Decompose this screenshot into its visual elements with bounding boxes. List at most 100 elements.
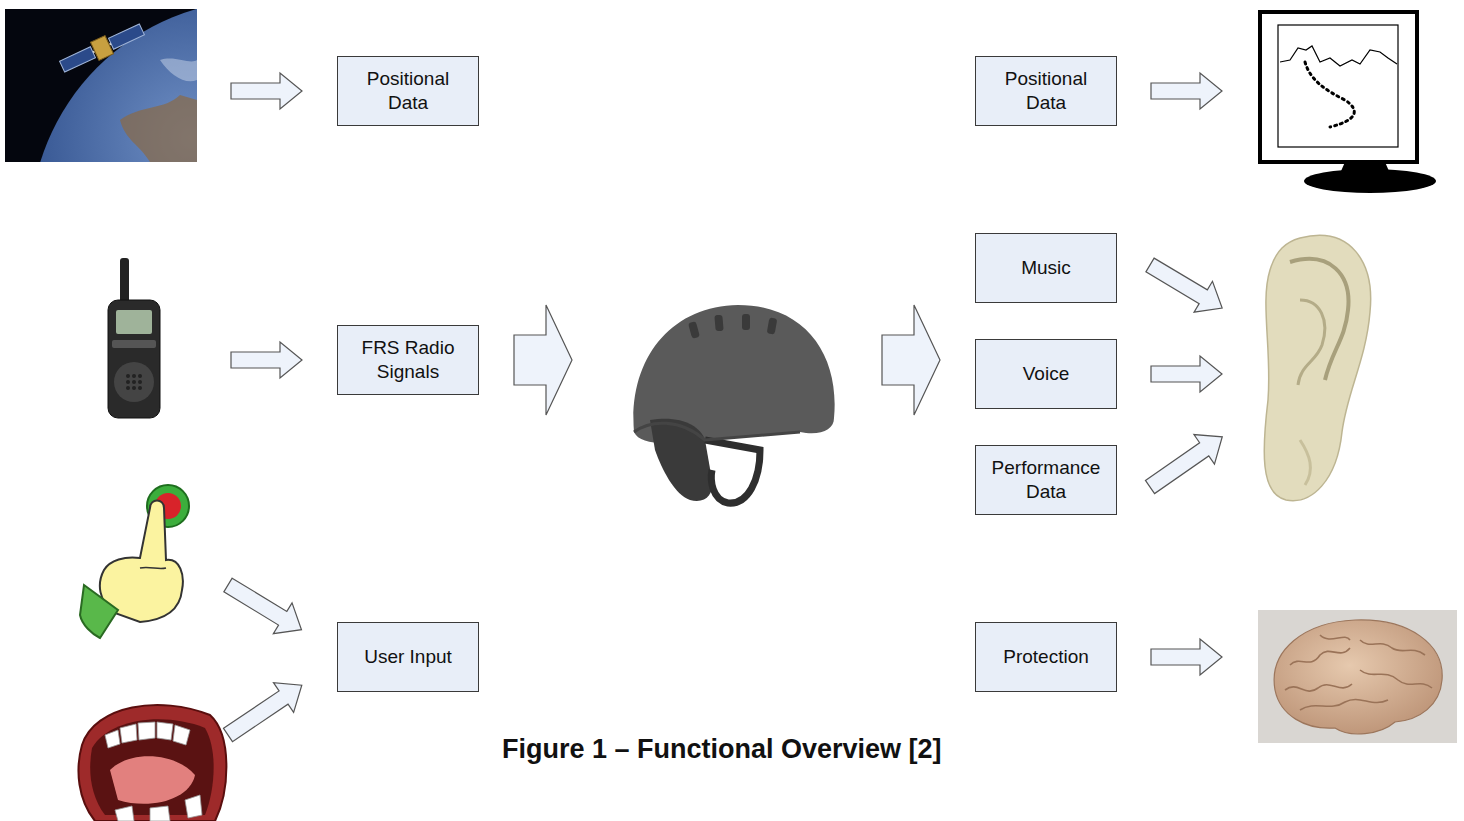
function-box: Protection — [975, 622, 1117, 692]
radio-picture — [132, 380, 136, 384]
brain-picture — [1258, 610, 1457, 743]
brain-picture — [1258, 610, 1457, 743]
helmet-picture — [705, 440, 760, 503]
radio-picture — [126, 380, 130, 384]
box-label: FRS Radio Signals — [348, 336, 468, 384]
ear-picture — [1298, 300, 1325, 385]
monitor-picture — [1260, 12, 1417, 162]
monitor-picture — [1278, 25, 1398, 147]
box-label: User Input — [364, 645, 452, 669]
mouth-picture — [120, 724, 137, 743]
radio-picture — [138, 380, 142, 384]
satellite-picture — [109, 24, 145, 49]
monitor-picture — [1305, 62, 1354, 127]
mouth-picture — [157, 722, 173, 740]
function-box: Positional Data — [975, 56, 1117, 126]
satellite-picture — [160, 59, 197, 82]
ear-picture — [1264, 235, 1370, 500]
function-box: FRS Radio Signals — [337, 325, 479, 395]
arrow — [219, 570, 311, 645]
radio-picture — [114, 362, 154, 402]
mouth-picture — [105, 730, 120, 748]
helmet-picture — [742, 314, 750, 330]
mouth-picture — [173, 725, 190, 745]
helmet-picture — [688, 314, 777, 339]
monitor-picture — [1280, 46, 1397, 66]
mouth-picture — [138, 722, 155, 740]
mouth-picture — [185, 795, 202, 818]
mouth-picture — [105, 722, 202, 821]
brain-picture — [1360, 670, 1432, 688]
box-label: Positional Data — [348, 67, 468, 115]
brain-picture — [1290, 648, 1350, 665]
radio-picture — [126, 386, 130, 390]
radio-picture — [126, 374, 142, 390]
mouth-picture — [78, 705, 226, 821]
helmet-picture — [714, 315, 723, 332]
ear-picture — [1290, 259, 1348, 380]
radio-picture — [116, 310, 152, 334]
radio-picture — [138, 386, 142, 390]
radio-picture — [126, 374, 130, 378]
satellite-picture — [30, 9, 197, 162]
mouth-picture — [150, 806, 170, 821]
helmet-picture — [633, 305, 834, 503]
function-box: Voice — [975, 339, 1117, 409]
hand-button-picture — [80, 485, 189, 638]
brain-picture — [1285, 684, 1352, 691]
arrow — [1140, 422, 1233, 502]
satellite-picture — [58, 20, 146, 75]
monitor-picture — [1260, 12, 1436, 193]
mouth-picture — [78, 705, 226, 821]
helmet-picture — [688, 321, 700, 339]
box-label: Performance Data — [986, 456, 1106, 504]
radio-picture — [132, 386, 136, 390]
mouth-picture — [110, 756, 195, 804]
helmet-picture — [634, 423, 800, 440]
helmet-picture — [650, 419, 712, 501]
arrow — [218, 73, 1233, 750]
radio-picture — [108, 258, 160, 418]
function-box: Positional Data — [337, 56, 479, 126]
satellite-picture — [120, 95, 197, 162]
figure-caption: Figure 1 – Functional Overview [2] — [502, 734, 942, 765]
brain-picture — [1360, 640, 1425, 655]
satellite-picture — [60, 47, 96, 72]
arrow — [1151, 73, 1222, 109]
function-box: Music — [975, 233, 1117, 303]
ear-picture — [1264, 235, 1370, 500]
big-arrow — [514, 305, 572, 415]
arrow — [1141, 250, 1232, 324]
arrow — [231, 342, 302, 378]
hand-button-picture — [140, 567, 166, 568]
satellite-picture — [5, 9, 197, 162]
function-box: User Input — [337, 622, 479, 692]
monitor-picture — [1304, 169, 1436, 193]
brain-picture — [1285, 635, 1432, 710]
radio-picture — [112, 340, 156, 348]
box-label: Voice — [1023, 362, 1069, 386]
ear-picture — [1300, 440, 1310, 485]
function-box: Performance Data — [975, 445, 1117, 515]
arrow — [218, 670, 312, 750]
arrow — [1151, 639, 1222, 675]
helmet-picture — [767, 317, 778, 334]
arrow — [219, 570, 311, 645]
hand-button-picture — [100, 501, 183, 623]
arrow — [1140, 422, 1233, 502]
arrow — [1141, 250, 1232, 324]
big-arrow — [882, 305, 940, 415]
box-label: Music — [1021, 256, 1071, 280]
mouth-picture — [115, 806, 134, 821]
arrow — [218, 670, 312, 750]
box-label: Protection — [1003, 645, 1089, 669]
hand-button-picture — [80, 585, 118, 638]
radio-picture — [138, 374, 142, 378]
arrow — [231, 73, 302, 109]
helmet-picture — [633, 305, 834, 443]
radio-picture — [120, 258, 129, 306]
box-label: Positional Data — [986, 67, 1106, 115]
brain-picture — [1274, 620, 1442, 734]
satellite-picture — [91, 36, 114, 61]
